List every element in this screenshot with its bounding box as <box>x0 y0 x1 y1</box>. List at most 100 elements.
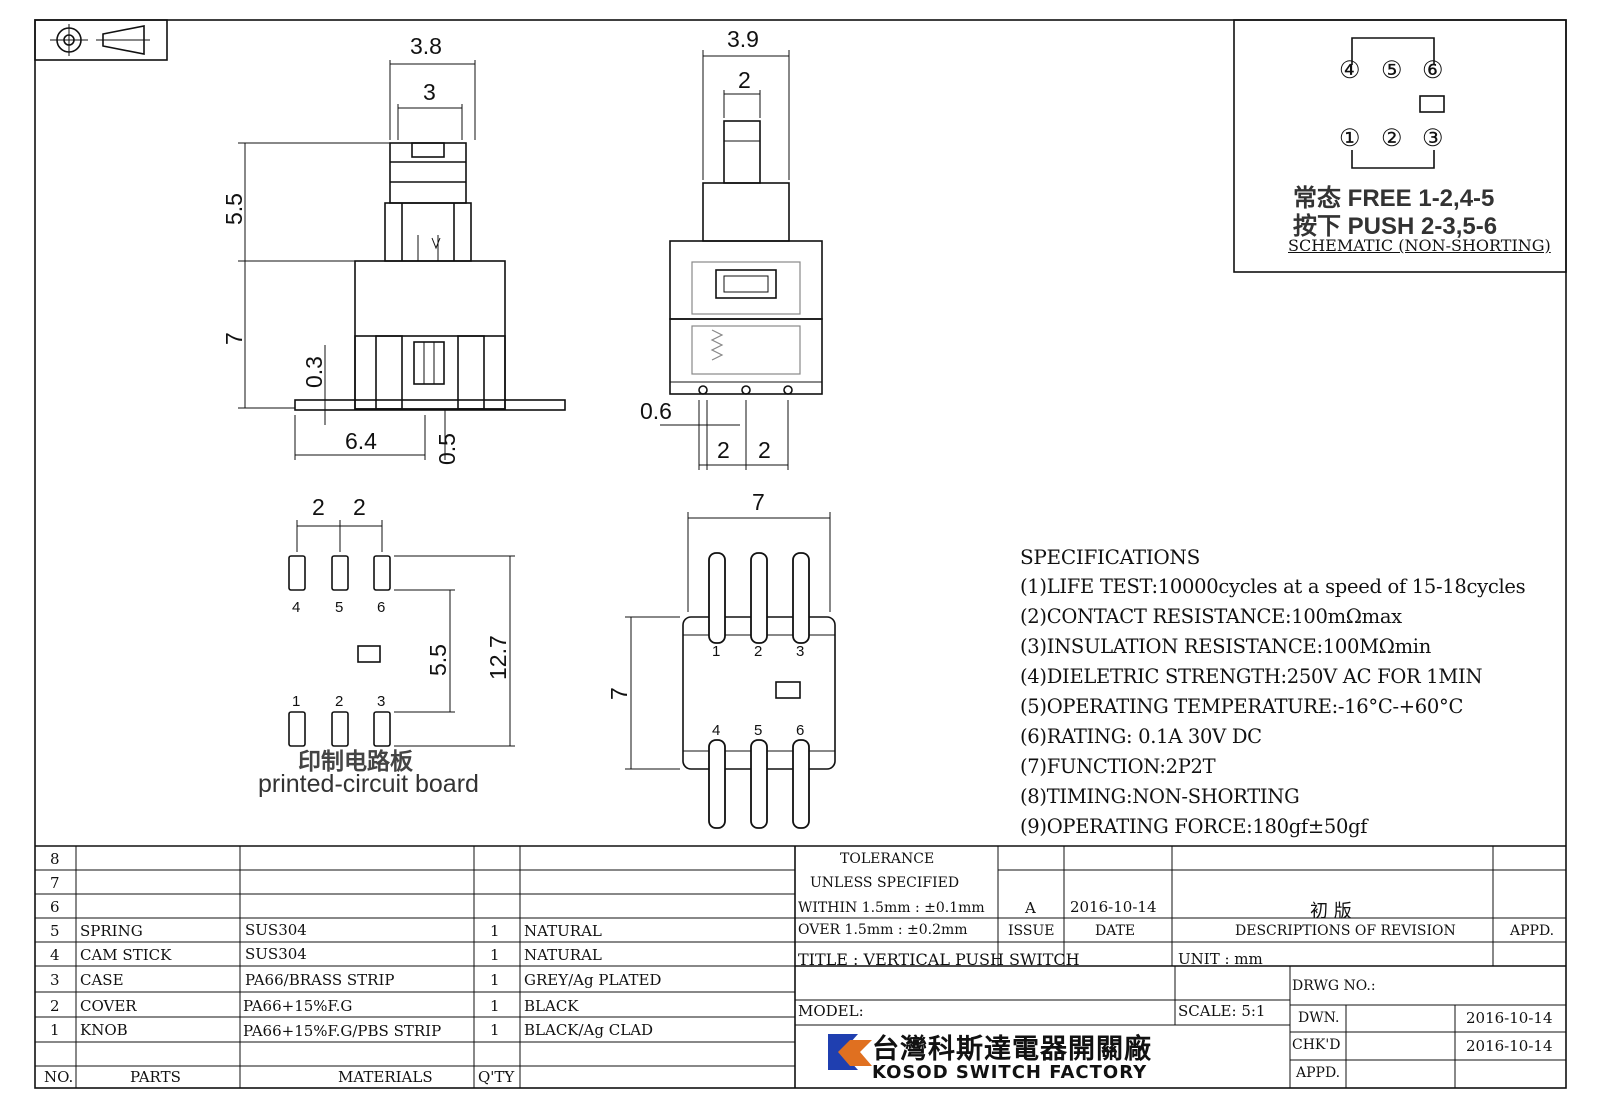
row-finish: BLACK <box>524 997 579 1015</box>
revision-date-label: DATE <box>1095 923 1136 939</box>
pcb-pin-6: 6 <box>377 599 385 616</box>
header-materials: MATERIALS <box>338 1068 433 1086</box>
row-material: PA66+15%F.G/PBS STRIP <box>243 1022 442 1040</box>
spec-item: (5)OPERATING TEMPERATURE:-16°C-+60°C <box>1020 695 1464 718</box>
schematic-box <box>1233 19 1567 273</box>
bottom-pin-4: 4 <box>712 722 720 739</box>
company-name-cn: 台灣科斯達電器開關廠 <box>872 1034 1152 1065</box>
dim-front-2-right: 2 <box>758 437 771 463</box>
revision-desc-label: DESCRIPTIONS OF REVISION <box>1235 923 1456 939</box>
schem-pin-3: ③ <box>1422 125 1444 152</box>
row-no: 4 <box>50 946 60 964</box>
header-no: NO. <box>44 1068 74 1086</box>
dim-side-3: 3 <box>423 79 436 105</box>
dim-side-0-5: 0.5 <box>434 433 460 465</box>
tolerance-line4: OVER 1.5mm : ±0.2mm <box>798 922 968 938</box>
dim-side-6-4: 6.4 <box>345 428 377 454</box>
dim-side-5-5: 5.5 <box>221 193 247 225</box>
dim-side-0-3: 0.3 <box>301 356 327 388</box>
dim-pcb-5-5: 5.5 <box>425 644 451 676</box>
schem-pin-4: ④ <box>1339 57 1361 84</box>
row-qty: 1 <box>490 922 500 940</box>
row-material: PA66+15%F.G <box>243 997 353 1015</box>
tolerance-line3: WITHIN 1.5mm : ±0.1mm <box>798 900 985 916</box>
pcb-pin-3: 3 <box>377 693 385 710</box>
title-block-grid <box>35 846 1566 1088</box>
pcb-pin-1: 1 <box>292 693 300 710</box>
dim-pcb-12-7: 12.7 <box>485 635 511 680</box>
chkd-label: CHK'D <box>1292 1037 1341 1053</box>
schem-pin-1: ① <box>1339 125 1361 152</box>
row-finish: NATURAL <box>524 922 602 940</box>
schematic-free-line: 常态 FREE 1-2,4-5 <box>1293 185 1495 212</box>
kosod-logo-icon <box>828 1034 872 1070</box>
dim-pcb-2-right: 2 <box>353 494 366 520</box>
dwn-label: DWN. <box>1298 1010 1340 1026</box>
pcb-label-cn: 印制电路板 <box>298 748 413 774</box>
dim-bottom-7-height: 7 <box>606 687 632 700</box>
row-finish: GREY/Ag PLATED <box>524 971 662 989</box>
pcb-label-en: printed-circuit board <box>258 770 479 798</box>
projection-symbol-icon <box>34 19 168 61</box>
specifications: SPECIFICATIONS (1)LIFE TEST:10000cycles … <box>1020 542 1580 842</box>
schematic-title: SCHEMATIC (NON-SHORTING) <box>1288 236 1551 255</box>
row-no: 2 <box>50 997 60 1015</box>
row-material: SUS304 <box>245 945 307 963</box>
side-view: 3.8 3 5.5 7 0.3 6.4 0.5 <box>221 33 566 465</box>
row-qty: 1 <box>490 971 500 989</box>
dim-bottom-7-width: 7 <box>752 489 765 515</box>
revision-appd-label: APPD. <box>1510 923 1555 939</box>
spec-item: (6)RATING: 0.1A 30V DC <box>1020 725 1262 748</box>
bottom-pin-2: 2 <box>754 643 762 660</box>
revision-issue-label: ISSUE <box>1008 923 1055 939</box>
drwg-no-label: DRWG NO.: <box>1292 978 1376 994</box>
dim-front-0-6: 0.6 <box>640 398 672 424</box>
spec-item: (4)DIELETRIC STRENGTH:250V AC FOR 1MIN <box>1020 665 1483 688</box>
bottom-pin-1: 1 <box>712 643 720 660</box>
row-no: 6 <box>50 898 60 916</box>
pcb-pin-2: 2 <box>335 693 343 710</box>
sheet-border <box>34 19 1567 1089</box>
row-no: 1 <box>50 1021 60 1039</box>
schematic-push-line: 按下 PUSH 2-3,5-6 <box>1293 213 1498 240</box>
schem-pin-5: ⑤ <box>1381 57 1403 84</box>
dim-front-3-9: 3.9 <box>727 26 759 52</box>
drawing-title: TITLE : VERTICAL PUSH SWITCH <box>798 950 1080 969</box>
row-part: CAM STICK <box>80 946 172 964</box>
row-material: PA66/BRASS STRIP <box>245 971 395 989</box>
row-qty: 1 <box>490 997 500 1015</box>
row-qty: 1 <box>490 1021 500 1039</box>
tolerance-line2: UNLESS SPECIFIED <box>810 875 960 891</box>
row-part: KNOB <box>80 1021 128 1039</box>
revision-issue: A <box>1025 899 1036 917</box>
pcb-pin-5: 5 <box>335 599 343 616</box>
row-finish: BLACK/Ag CLAD <box>524 1021 654 1039</box>
row-no: 8 <box>50 850 60 868</box>
pcb-pin-4: 4 <box>292 599 300 616</box>
scale-label: SCALE: 5:1 <box>1178 1002 1266 1020</box>
spec-item: (1)LIFE TEST:10000cycles at a speed of 1… <box>1020 575 1526 598</box>
header-qty: Q'TY <box>478 1068 515 1086</box>
tolerance-line1: TOLERANCE <box>840 851 935 867</box>
dim-front-2-left: 2 <box>717 437 730 463</box>
row-no: 3 <box>50 971 60 989</box>
spec-item: (3)INSULATION RESISTANCE:100MΩmin <box>1020 635 1431 658</box>
dim-front-2: 2 <box>738 67 751 93</box>
chkd-date: 2016-10-14 <box>1466 1037 1553 1055</box>
dwn-date: 2016-10-14 <box>1466 1009 1553 1027</box>
row-part: SPRING <box>80 922 143 940</box>
dim-side-3-8: 3.8 <box>410 33 442 59</box>
spec-item: (8)TIMING:NON-SHORTING <box>1020 785 1300 808</box>
row-no: 7 <box>50 874 60 892</box>
spec-item: (7)FUNCTION:2P2T <box>1020 755 1216 778</box>
dim-pcb-2-left: 2 <box>312 494 325 520</box>
schem-pin-6: ⑥ <box>1422 57 1444 84</box>
bottom-view: 7 7 1 2 3 4 5 6 <box>606 489 836 829</box>
schem-pin-2: ② <box>1381 125 1403 152</box>
row-qty: 1 <box>490 946 500 964</box>
row-material: SUS304 <box>245 921 307 939</box>
spec-heading: SPECIFICATIONS <box>1020 545 1201 569</box>
revision-date: 2016-10-14 <box>1070 898 1157 916</box>
model-label: MODEL: <box>798 1002 864 1020</box>
pcb-layout: 2 2 5.5 12.7 4 5 6 1 2 3 <box>288 494 515 747</box>
